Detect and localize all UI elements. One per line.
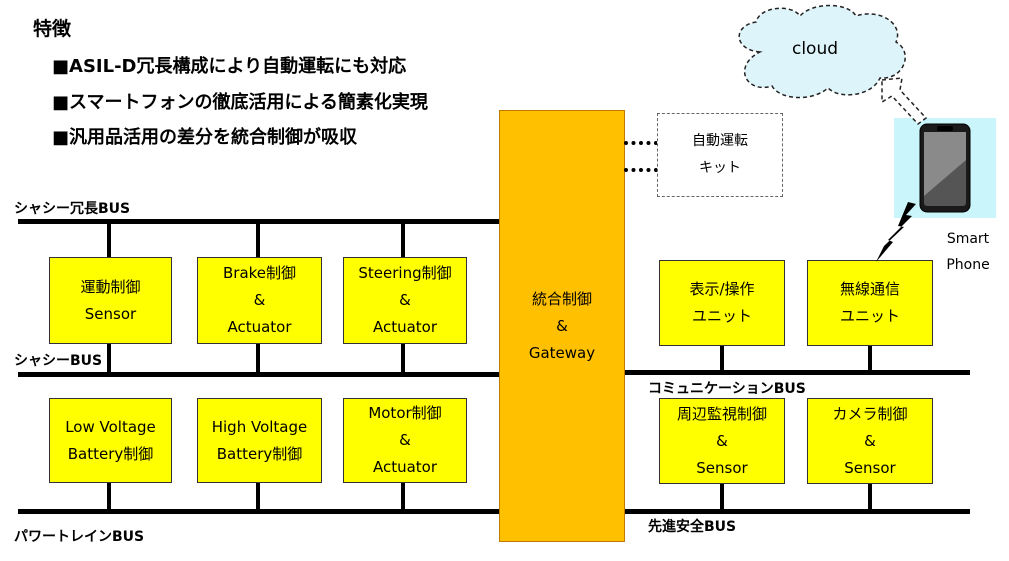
gateway-label: Gateway	[528, 343, 596, 362]
box-label: Brake制御	[222, 264, 297, 282]
kit-label: 自動運転	[692, 133, 748, 149]
box-label: Battery制御	[216, 444, 303, 463]
bus-connector	[256, 343, 260, 374]
smartphone-icon	[919, 123, 971, 213]
bus-connector	[107, 222, 111, 258]
kit-connector-dotted	[624, 141, 658, 145]
box-label: Low Voltage	[65, 417, 156, 436]
gateway-label: 統合制御	[531, 289, 592, 308]
bus-connector	[256, 222, 260, 258]
brake-control-box: Brake制御 & Actuator	[197, 257, 322, 344]
feature-item: ■ASIL-D冗長構成により自動運転にも対応	[52, 56, 407, 77]
kit-label: キット	[699, 160, 741, 176]
box-label: Sensor	[844, 458, 896, 477]
box-label: カメラ制御	[832, 404, 908, 423]
bus-label-communication: コミュニケーションBUS	[648, 381, 806, 397]
motor-control-box: Motor制御 & Actuator	[343, 398, 467, 483]
adas-bus-line	[624, 509, 970, 514]
bus-label-chassis-redundant: シャシー冗長BUS	[14, 201, 131, 217]
smartphone-label-line: Phone	[946, 257, 990, 273]
camera-control-box: カメラ制御 & Sensor	[807, 398, 933, 484]
box-label: Actuator	[372, 318, 438, 336]
box-label: 無線通信	[839, 280, 900, 298]
box-label: Motor制御	[368, 404, 442, 422]
box-label: Sensor	[696, 458, 748, 477]
box-label: ユニット	[839, 307, 900, 325]
bus-label-chassis: シャシーBUS	[14, 353, 103, 369]
chassis-bus-line	[18, 372, 500, 377]
gateway-label: &	[556, 316, 568, 335]
bus-connector	[868, 345, 872, 372]
display-operation-unit-box: 表示/操作 ユニット	[659, 260, 785, 346]
lightning-icon	[876, 202, 916, 262]
motion-control-box: 運動制御 Sensor	[49, 257, 172, 344]
box-label: Battery制御	[67, 444, 154, 463]
bus-connector	[401, 222, 405, 258]
surround-monitoring-box: 周辺監視制御 & Sensor	[659, 398, 785, 484]
feature-item: ■汎用品活用の差分を統合制御が吸収	[52, 127, 358, 148]
bus-connector	[107, 343, 111, 374]
box-label: Actuator	[227, 318, 292, 336]
box-label: &	[253, 291, 266, 309]
wireless-communication-unit-box: 無線通信 ユニット	[807, 260, 933, 346]
box-label: &	[399, 291, 411, 309]
feature-item: ■スマートフォンの徹底活用による簡素化実現	[52, 92, 428, 113]
bus-connector	[720, 345, 724, 372]
chassis-redundant-bus-line	[18, 219, 500, 224]
kit-connector-dotted	[624, 168, 658, 172]
box-label: &	[399, 431, 411, 449]
box-label: &	[864, 431, 876, 450]
box-label: Steering制御	[358, 264, 452, 282]
bus-connector	[868, 482, 872, 511]
smartphone-label-line: Smart	[946, 231, 990, 247]
communication-bus-line	[624, 370, 970, 375]
smartphone-label: Smart Phone	[930, 226, 1006, 278]
steering-control-box: Steering制御 & Actuator	[343, 257, 467, 344]
bus-label-adas: 先進安全BUS	[648, 519, 737, 535]
bus-label-powertrain: パワートレインBUS	[14, 529, 145, 545]
features-heading: 特徴	[33, 18, 72, 40]
integrated-control-gateway: 統合制御 & Gateway	[499, 110, 625, 542]
box-label: Actuator	[372, 458, 438, 476]
bus-connector	[720, 482, 724, 511]
box-label: Sensor	[84, 304, 137, 323]
box-label: High Voltage	[211, 417, 308, 436]
high-voltage-battery-box: High Voltage Battery制御	[197, 398, 322, 483]
box-label: 運動制御	[80, 277, 141, 296]
box-label: &	[716, 431, 728, 450]
box-label: ユニット	[691, 307, 752, 325]
bus-connector	[256, 482, 260, 511]
powertrain-bus-line	[18, 509, 500, 514]
double-arrow-icon	[881, 77, 928, 126]
cloud-label: cloud	[791, 39, 839, 59]
bus-connector	[107, 482, 111, 511]
low-voltage-battery-box: Low Voltage Battery制御	[49, 398, 172, 483]
cloud-icon	[738, 4, 906, 99]
autonomous-driving-kit: 自動運転 キット	[657, 113, 783, 197]
bus-connector	[401, 482, 405, 511]
box-label: 周辺監視制御	[676, 404, 767, 423]
box-label: 表示/操作	[689, 280, 755, 298]
bus-connector	[401, 343, 405, 374]
